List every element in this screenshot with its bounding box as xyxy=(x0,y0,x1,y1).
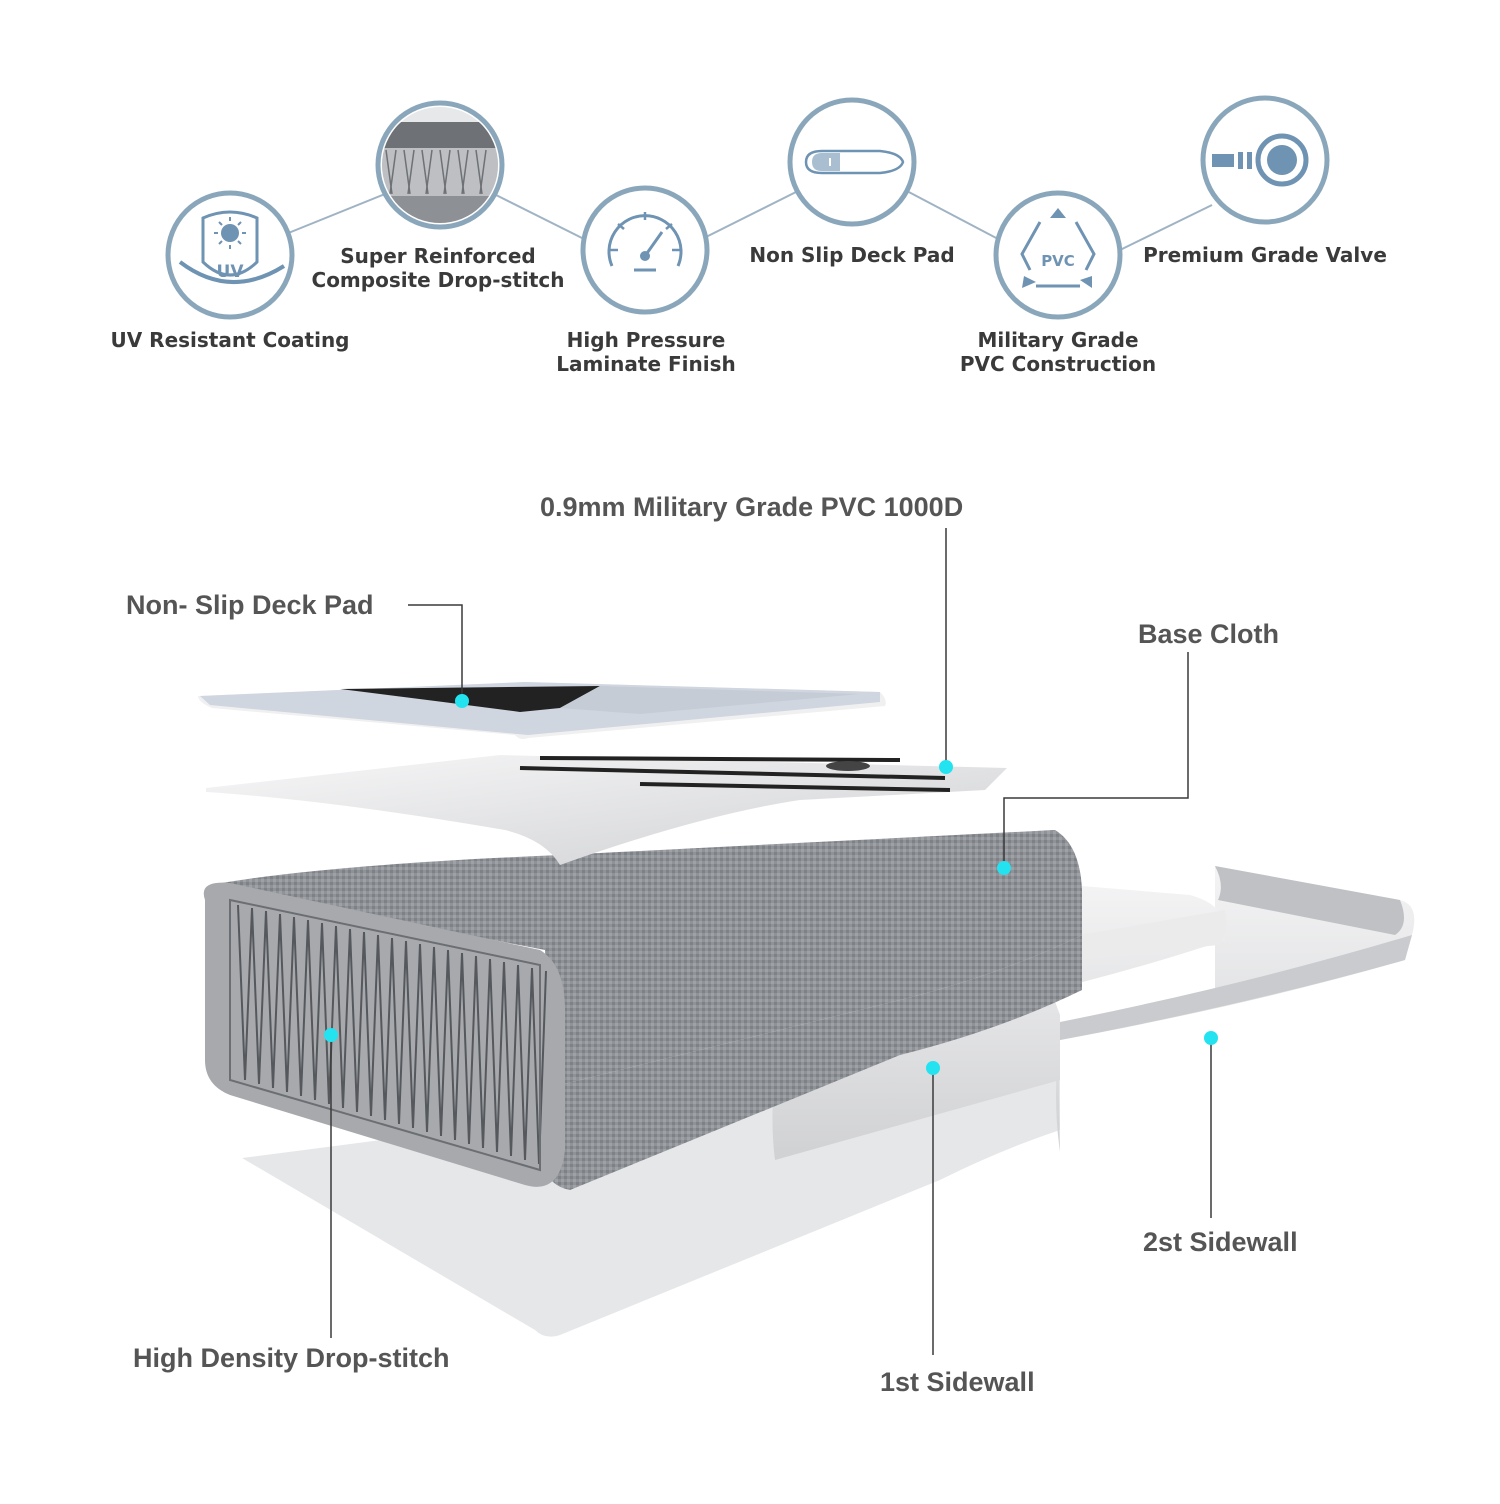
feature-label-uv: UV Resistant Coating xyxy=(90,328,370,352)
marker-pvc xyxy=(939,760,953,774)
pressure-gauge-icon xyxy=(580,185,710,315)
drop-stitch-fiber xyxy=(489,958,505,1153)
layer-label-pvc: 0.9mm Military Grade PVC 1000D xyxy=(540,492,964,522)
drop-stitch-fiber xyxy=(279,913,295,1093)
feature-pressure-line2: Laminate Finish xyxy=(556,352,736,376)
uv-icon-text: UV xyxy=(217,262,245,282)
drop-stitch-fiber xyxy=(251,907,267,1085)
uv-shield-sun-icon: UV xyxy=(165,190,295,320)
drop-stitch-fiber xyxy=(307,919,323,1101)
marker-base-cloth xyxy=(997,861,1011,875)
marker-dropstitch xyxy=(324,1028,338,1042)
layer-label-base-cloth: Base Cloth xyxy=(1138,619,1280,649)
drop-stitch-fiber xyxy=(391,937,407,1125)
marker-deck-pad xyxy=(455,694,469,708)
feature-label-pressure: High Pressure Laminate Finish xyxy=(516,328,776,376)
drop-stitch-fiber xyxy=(349,928,365,1113)
feature-deckpad-line1: Non Slip Deck Pad xyxy=(749,243,955,267)
drop-stitch-fiber xyxy=(377,934,393,1121)
pvc-recycle-icon: PVC xyxy=(993,190,1123,320)
drop-stitch-fiber xyxy=(419,943,435,1133)
drop-stitch-fiber xyxy=(237,904,253,1081)
callout-markers xyxy=(324,694,1218,1075)
drop-stitch-fiber xyxy=(405,940,421,1129)
drop-stitch-fiber xyxy=(293,916,309,1097)
pvc-stripes xyxy=(519,756,951,792)
drop-stitch-core xyxy=(203,830,1082,1190)
feature-dropstitch-line2: Composite Drop-stitch xyxy=(311,268,565,292)
layer-label-sidewall-2: 2st Sidewall xyxy=(1143,1227,1298,1257)
drop-stitch-fiber xyxy=(363,931,379,1117)
pvc-icon-text: PVC xyxy=(1041,252,1075,270)
drop-stitch-fiber xyxy=(475,955,491,1149)
feature-connectors xyxy=(275,189,1213,251)
drop-stitch-fiber xyxy=(321,922,337,1105)
feature-label-pvc: Military Grade PVC Construction xyxy=(928,328,1188,376)
feature-pvc-line1: Military Grade xyxy=(977,328,1139,352)
deck-pad-sheet xyxy=(198,682,886,739)
feature-dropstitch-line1: Super Reinforced xyxy=(340,244,536,268)
drop-stitch-fiber xyxy=(265,910,281,1089)
feature-valve-line1: Premium Grade Valve xyxy=(1143,243,1387,267)
drop-stitch-fiber xyxy=(461,952,477,1145)
drop-stitch-fiber xyxy=(517,964,533,1161)
drop-stitch-fiber xyxy=(433,946,449,1137)
board-outline-icon xyxy=(787,97,917,227)
layer-label-dropstitch: High Density Drop-stitch xyxy=(133,1343,450,1373)
drop-stitch-photo-icon xyxy=(375,100,505,230)
valve-icon xyxy=(1200,95,1330,225)
sidewall-2 xyxy=(1056,866,1415,1152)
drop-stitch-fiber xyxy=(335,925,351,1109)
feature-pvc-line2: PVC Construction xyxy=(959,352,1157,376)
feature-label-valve: Premium Grade Valve xyxy=(1130,243,1400,267)
base-cloth-sheet xyxy=(206,755,1007,865)
layer-label-deck-pad: Non- Slip Deck Pad xyxy=(126,590,374,620)
marker-sidewall-2 xyxy=(1204,1031,1218,1045)
feature-label-deckpad: Non Slip Deck Pad xyxy=(722,243,982,267)
layer-label-sidewall-1: 1st Sidewall xyxy=(880,1367,1035,1397)
callout-leaders xyxy=(330,528,1212,1355)
feature-pressure-line1: High Pressure xyxy=(566,328,726,352)
drop-stitch-fiber xyxy=(503,961,519,1157)
feature-label-dropstitch: Super Reinforced Composite Drop-stitch xyxy=(288,244,588,292)
feature-uv-line1: UV Resistant Coating xyxy=(110,328,350,352)
marker-sidewall-1 xyxy=(926,1061,940,1075)
drop-stitch-fiber xyxy=(447,949,463,1141)
